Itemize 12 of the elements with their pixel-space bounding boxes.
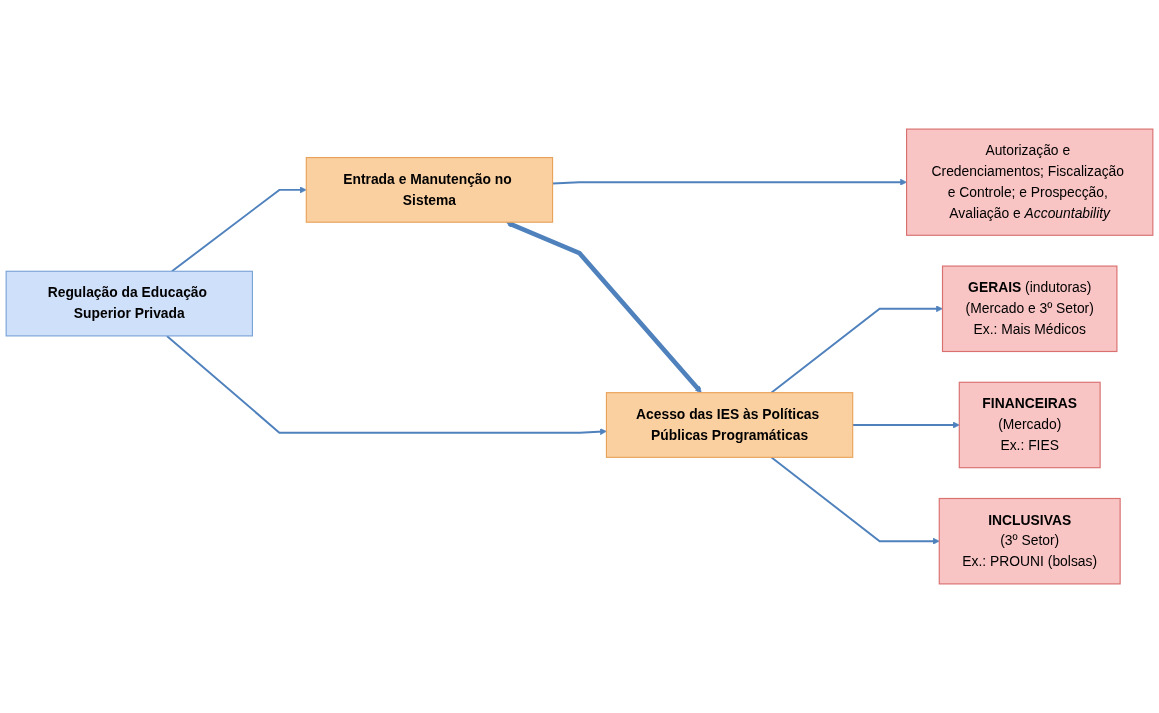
arrow <box>506 221 702 393</box>
node-box: GERAIS (indutoras) (Mercado e 3º Setor) Ex.: Mais Médicos <box>941 265 1118 353</box>
node-box: Entrada e Manutenção no Sistema <box>305 157 554 223</box>
node-box: FINANCEIRAS (Mercado) Ex.: FIES <box>958 381 1101 469</box>
arrow <box>165 334 607 435</box>
node-box: Autorização e Credenciamentos; Fiscalização e Controle; e Prospecção, Avaliação e Accountability <box>906 128 1154 236</box>
node-box: Regulação da Educação Superior Privada <box>5 270 253 337</box>
arrow <box>770 305 943 394</box>
arrow <box>171 186 307 273</box>
arrow <box>770 456 940 545</box>
node-box: INCLUSIVAS (3º Setor) Ex.: PROUNI (bolsas) <box>938 497 1121 585</box>
node-box: Acesso das IES às Políticas Públicas Programáticas <box>605 392 854 458</box>
